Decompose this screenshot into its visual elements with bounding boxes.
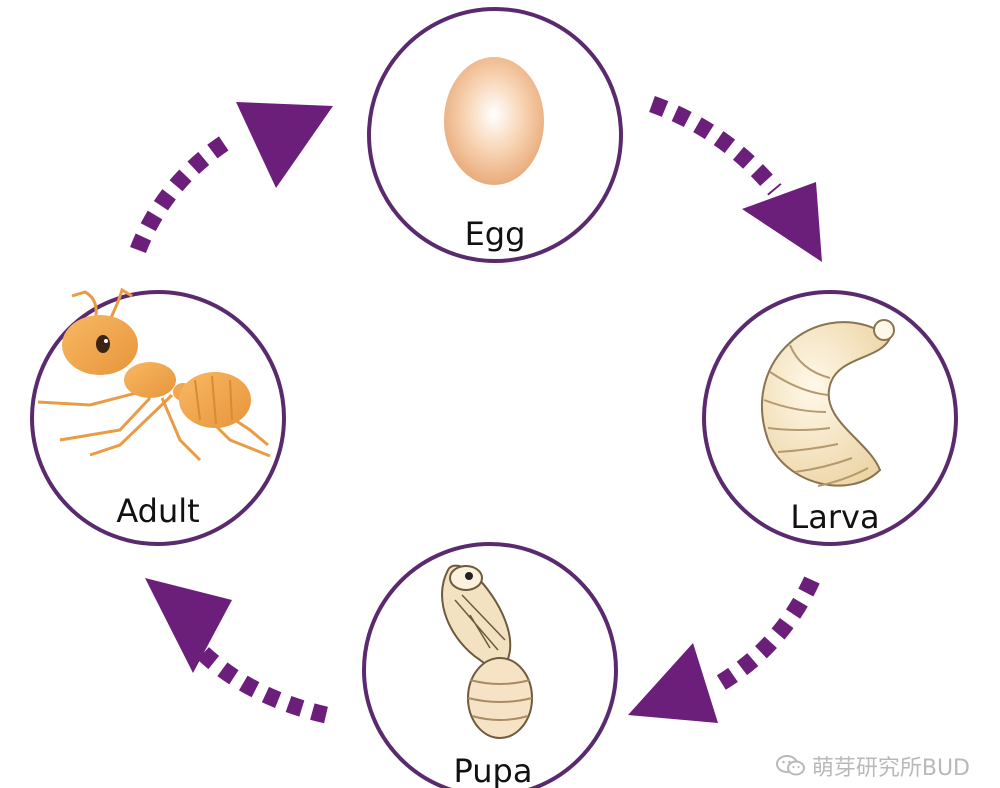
adult-ant-body bbox=[62, 315, 251, 428]
stage-larva: Larva bbox=[702, 290, 958, 546]
watermark-text: 萌芽研究所BUD bbox=[811, 756, 970, 781]
pupa-label: Pupa bbox=[454, 752, 533, 788]
arrow-larva-to-pupa bbox=[628, 576, 820, 723]
arrow-egg-to-larva bbox=[649, 95, 822, 262]
egg-label: Egg bbox=[465, 215, 526, 253]
arrow-adult-to-egg bbox=[130, 102, 333, 254]
stage-adult: Adult bbox=[30, 287, 286, 546]
pupa-image bbox=[441, 564, 533, 739]
adult-label: Adult bbox=[116, 492, 199, 530]
larva-label: Larva bbox=[790, 498, 879, 536]
egg-image bbox=[444, 57, 544, 185]
arrow-pupa-to-adult bbox=[145, 578, 328, 724]
watermark: 萌芽研究所BUD bbox=[775, 750, 970, 782]
stage-pupa: Pupa bbox=[362, 542, 618, 788]
larva-image bbox=[761, 319, 895, 487]
wechat-icon bbox=[775, 755, 805, 776]
stage-egg: Egg bbox=[367, 7, 623, 263]
